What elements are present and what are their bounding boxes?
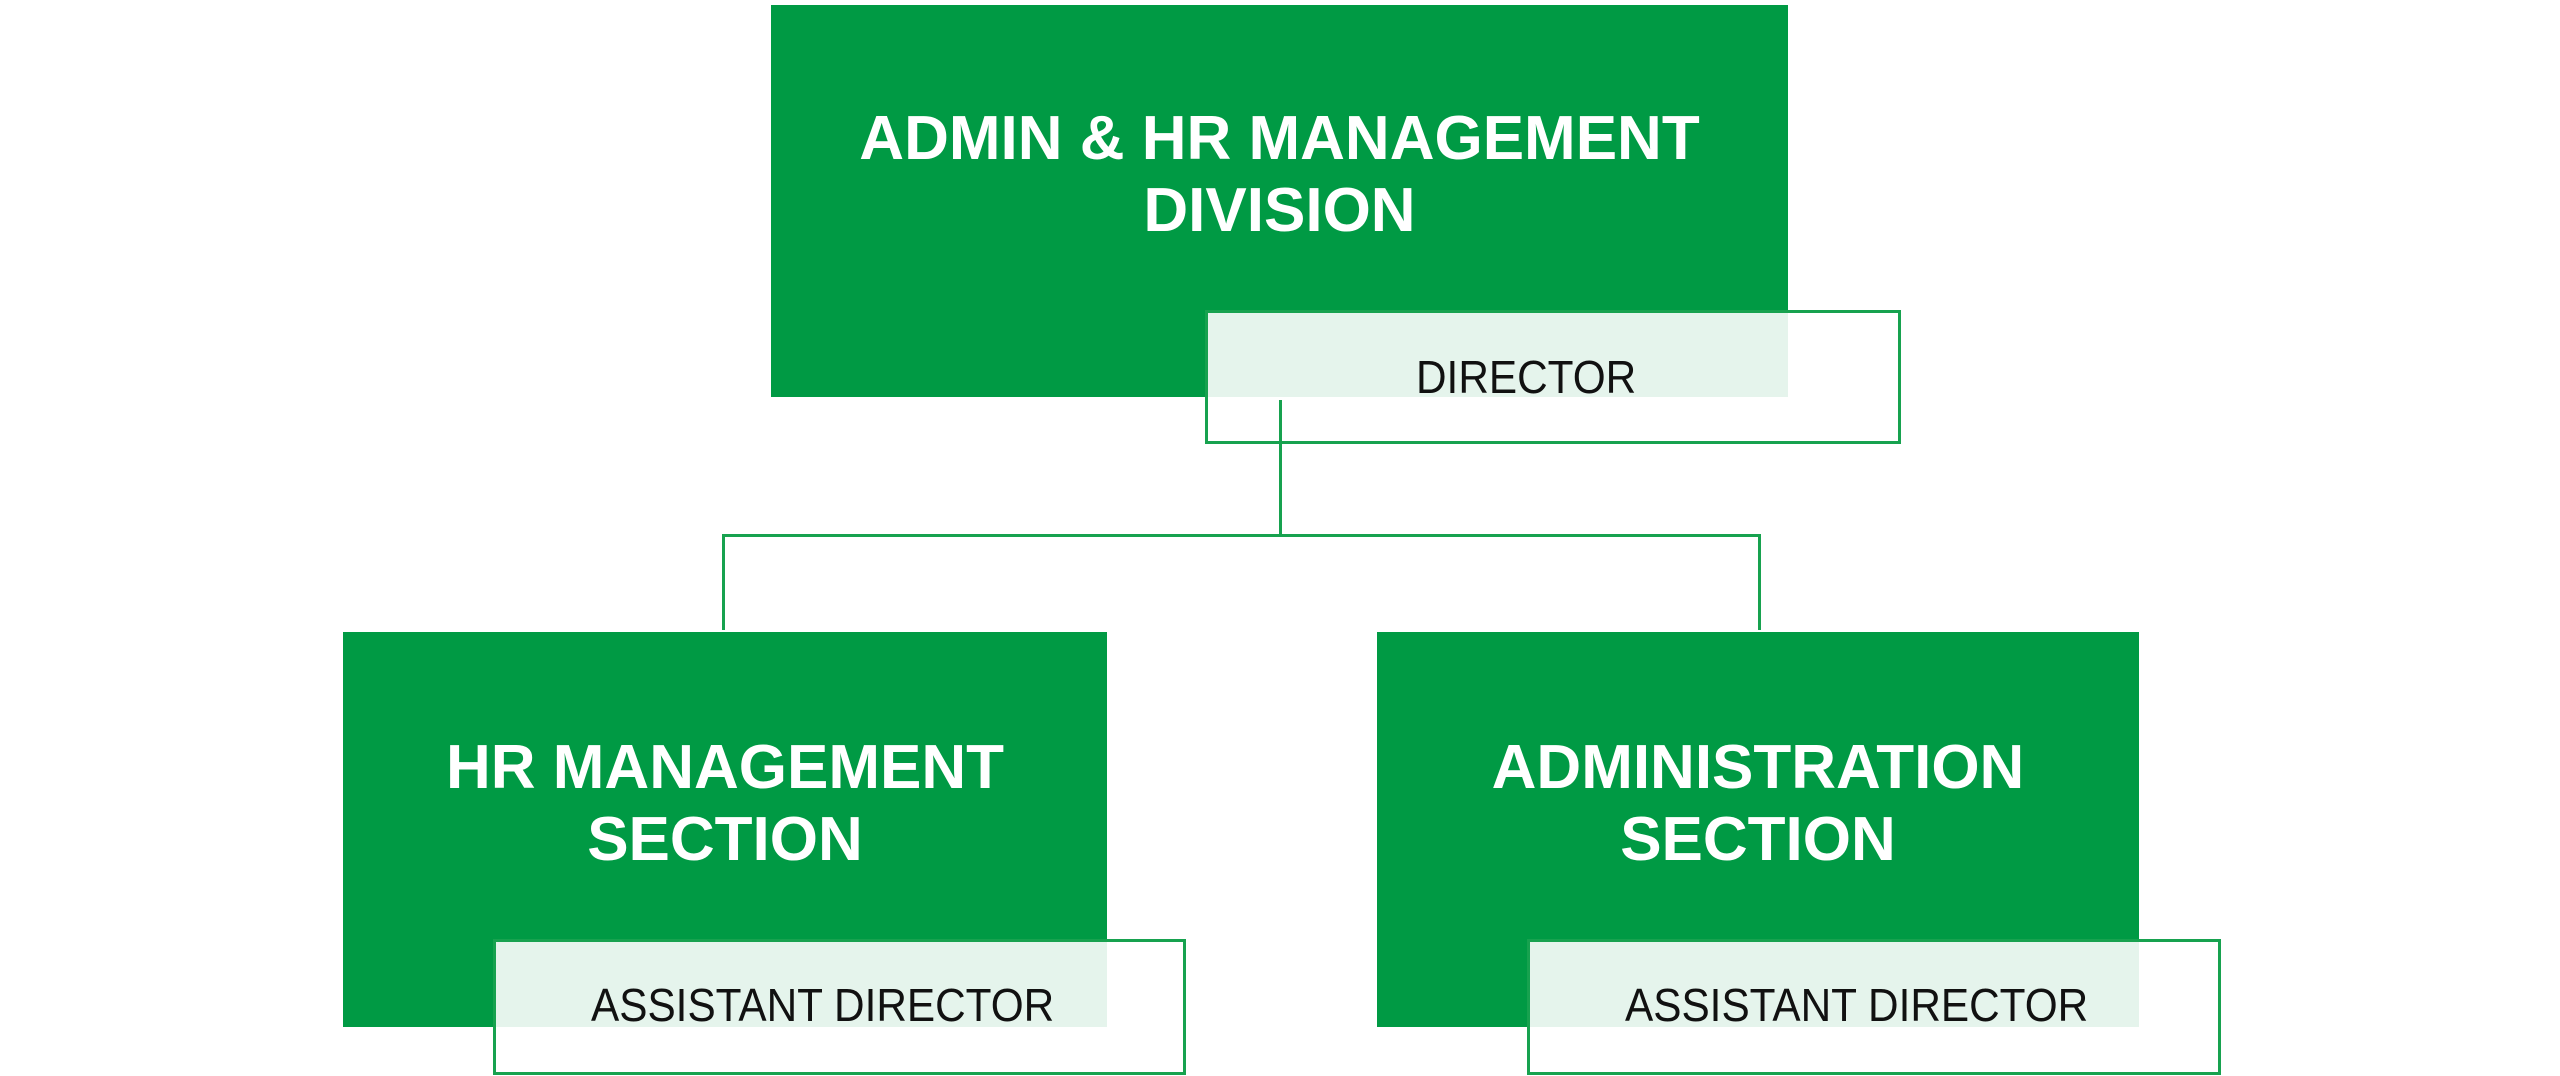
connector-vertical-top (1279, 400, 1282, 537)
administration-section-title-line1: ADMINISTRATION (1491, 733, 2025, 802)
administration-role-label: ASSISTANT DIRECTOR (1625, 979, 2089, 1031)
administration-section-title-line2: SECTION (1620, 805, 1896, 874)
division-role-tint (1205, 310, 1788, 397)
division-title-line1: ADMIN & HR MANAGEMENT (859, 104, 1700, 173)
connector-horizontal (722, 534, 1761, 537)
hr-role-box (493, 939, 1186, 1075)
connector-right-drop (1758, 534, 1761, 630)
division-role-box (1205, 310, 1901, 444)
division-role-label: DIRECTOR (1416, 351, 1637, 403)
administration-role-tint (1527, 939, 2139, 1027)
hr-section-title-line1: HR MANAGEMENT (446, 733, 1004, 802)
hr-role-tint (493, 939, 1107, 1027)
hr-role-label: ASSISTANT DIRECTOR (591, 979, 1055, 1031)
administration-role-box (1527, 939, 2221, 1075)
hr-section-title-line2: SECTION (587, 805, 863, 874)
connector-left-drop (722, 534, 725, 630)
division-title-line2: DIVISION (1143, 176, 1416, 245)
